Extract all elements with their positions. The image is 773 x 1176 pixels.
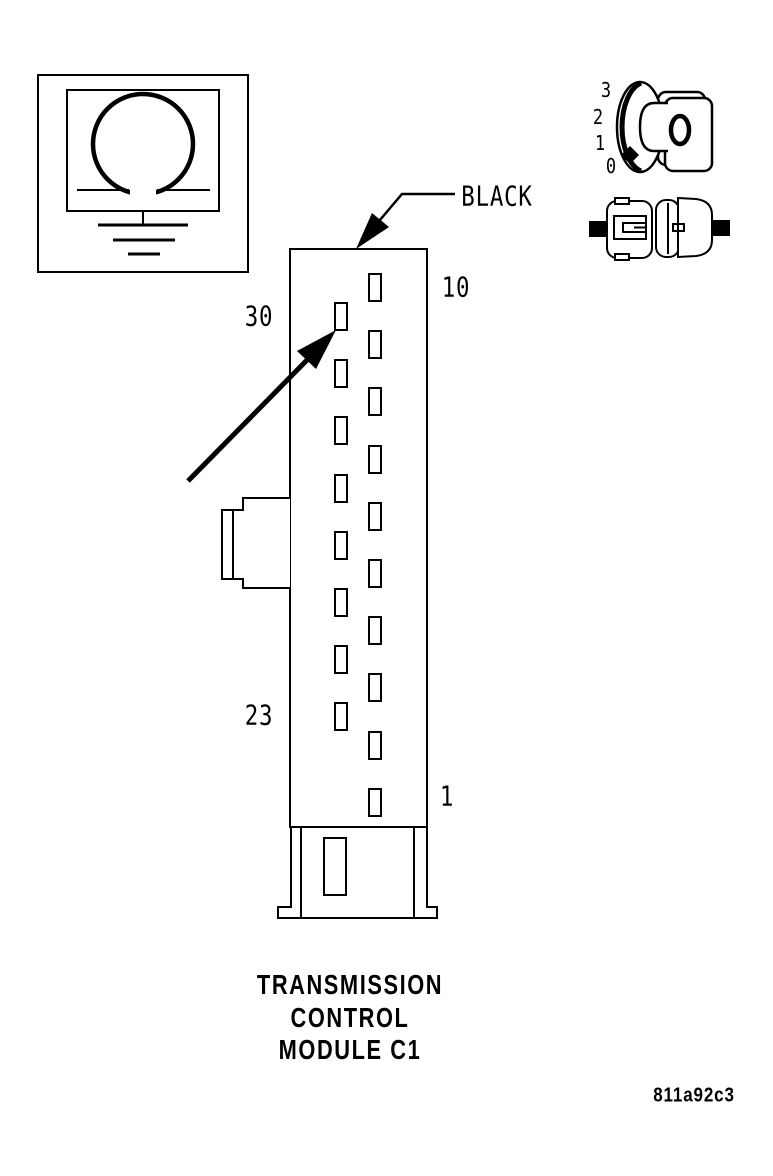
pin-slot-right-5 xyxy=(368,502,382,531)
rotary-dial-icon xyxy=(615,80,714,174)
pin-slot-right-9 xyxy=(368,731,382,760)
tcm-connector xyxy=(221,248,438,919)
dial-position-2: 2 xyxy=(592,105,604,129)
connector-side-tab xyxy=(221,497,290,589)
dial-position-0: 0 xyxy=(605,154,617,178)
pin-slot-left-1 xyxy=(334,302,348,331)
pin-slot-left-4 xyxy=(334,474,348,503)
pin-label-10: 10 xyxy=(441,270,471,304)
connector-base xyxy=(277,827,438,919)
pin-grid xyxy=(334,273,382,817)
wire-stub-right xyxy=(712,220,730,236)
pin-slot-right-10 xyxy=(368,788,382,817)
pin-slot-left-7 xyxy=(334,645,348,674)
black-wire-arrow xyxy=(356,192,455,249)
wire-color-label: BLACK xyxy=(461,179,533,213)
pin-slot-right-1 xyxy=(368,273,382,302)
pin-slot-left-8 xyxy=(334,702,348,731)
pin-slot-left-6 xyxy=(334,588,348,617)
pin-slot-left-5 xyxy=(334,531,348,560)
pin-slot-left-3 xyxy=(334,416,348,445)
connector-body xyxy=(289,248,428,828)
figure-title-line2: CONTROL xyxy=(290,1002,410,1033)
figure-code: 811a92c3 xyxy=(653,1084,735,1107)
inline-connector-icon xyxy=(589,196,730,261)
pin-30-arrow xyxy=(186,330,336,483)
pin-slot-right-6 xyxy=(368,559,382,588)
dial-position-1: 1 xyxy=(594,131,606,155)
base-keyway xyxy=(323,837,347,896)
pin-label-30: 30 xyxy=(244,299,274,333)
pin-slot-right-7 xyxy=(368,616,382,645)
pin-slot-right-3 xyxy=(368,387,382,416)
wire-stub-left xyxy=(589,221,607,237)
dial-pointer-diamond xyxy=(621,146,639,164)
pin-slot-right-2 xyxy=(368,330,382,359)
pin-slot-right-4 xyxy=(368,445,382,474)
ground-icon xyxy=(37,74,249,273)
pin-slot-right-8 xyxy=(368,673,382,702)
pin-label-23: 23 xyxy=(244,698,274,732)
pin-label-1: 1 xyxy=(439,779,455,813)
pin-slot-left-2 xyxy=(334,359,348,388)
figure-title-line3: MODULE C1 xyxy=(278,1034,422,1065)
figure-title-line1: TRANSMISSION xyxy=(256,969,444,1000)
dial-position-3: 3 xyxy=(600,78,612,102)
